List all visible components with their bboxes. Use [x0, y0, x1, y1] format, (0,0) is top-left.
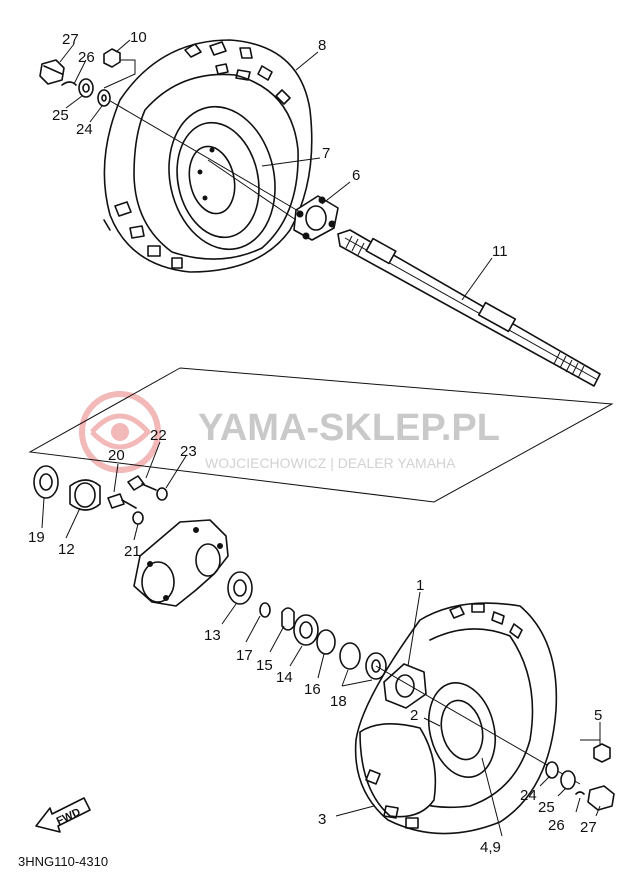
label-part-8: 8 [318, 37, 326, 54]
label-part-3: 3 [318, 811, 326, 828]
label-part-26-bottom: 26 [548, 817, 565, 834]
label-part-25-bottom: 25 [538, 799, 555, 816]
axle-bearings-row [227, 571, 387, 680]
leader-lines [41, 39, 601, 837]
label-part-25-top: 25 [52, 107, 69, 124]
label-part-10: 10 [130, 29, 147, 46]
lower-wheel-assembly [354, 602, 558, 835]
label-part-7: 7 [322, 145, 330, 162]
label-part-24-bottom: 24 [520, 787, 537, 804]
label-part-17: 17 [236, 647, 253, 664]
breather-bolts [107, 475, 168, 525]
label-part-22: 22 [150, 427, 167, 444]
watermark-subtitle: WOJCIECHOWICZ | DEALER YAMAHA [205, 455, 456, 471]
label-part-4-9: 4,9 [480, 839, 501, 856]
label-part-26-top: 26 [78, 49, 95, 66]
label-part-20: 20 [108, 447, 125, 464]
label-part-27-top: 27 [62, 31, 79, 48]
label-part-11: 11 [492, 243, 508, 260]
watermark: YAMA-SKLEP.PL WOJCIECHOWICZ | DEALER YAM… [79, 391, 500, 473]
seal-and-bearing [33, 465, 101, 511]
lower-fasteners [545, 743, 615, 811]
part-labels: 8 7 6 11 10 27 26 25 24 22 20 23 19 12 2… [28, 29, 602, 856]
watermark-title: YAMA-SKLEP.PL [198, 407, 500, 449]
label-part-13: 13 [204, 627, 221, 644]
final-gear-case [133, 519, 229, 607]
label-part-5: 5 [594, 707, 602, 724]
label-part-24-top: 24 [76, 121, 93, 138]
label-part-6: 6 [352, 167, 360, 184]
diagram-code: 3HNG110-4310 [18, 854, 108, 869]
label-part-2: 2 [410, 707, 418, 724]
label-part-19: 19 [28, 529, 45, 546]
upper-guide-lines [99, 59, 301, 221]
watermark-logo-icon [79, 391, 161, 473]
rear-axle-shaft [337, 229, 601, 387]
label-part-23: 23 [180, 443, 197, 460]
label-part-27-bottom: 27 [580, 819, 597, 836]
fwd-arrow-icon: FWD [35, 797, 91, 833]
label-part-1: 1 [416, 577, 424, 594]
label-part-18: 18 [330, 693, 347, 710]
upper-hub [293, 195, 339, 241]
label-part-15: 15 [256, 657, 273, 674]
label-part-16: 16 [304, 681, 321, 698]
label-part-21: 21 [124, 543, 141, 560]
upper-wheel-assembly [103, 39, 313, 273]
upper-fasteners [39, 48, 121, 107]
fwd-label: FWD [55, 806, 83, 827]
gearcase-group-outline [28, 367, 614, 503]
label-part-14: 14 [276, 669, 293, 686]
label-part-12: 12 [58, 541, 75, 558]
